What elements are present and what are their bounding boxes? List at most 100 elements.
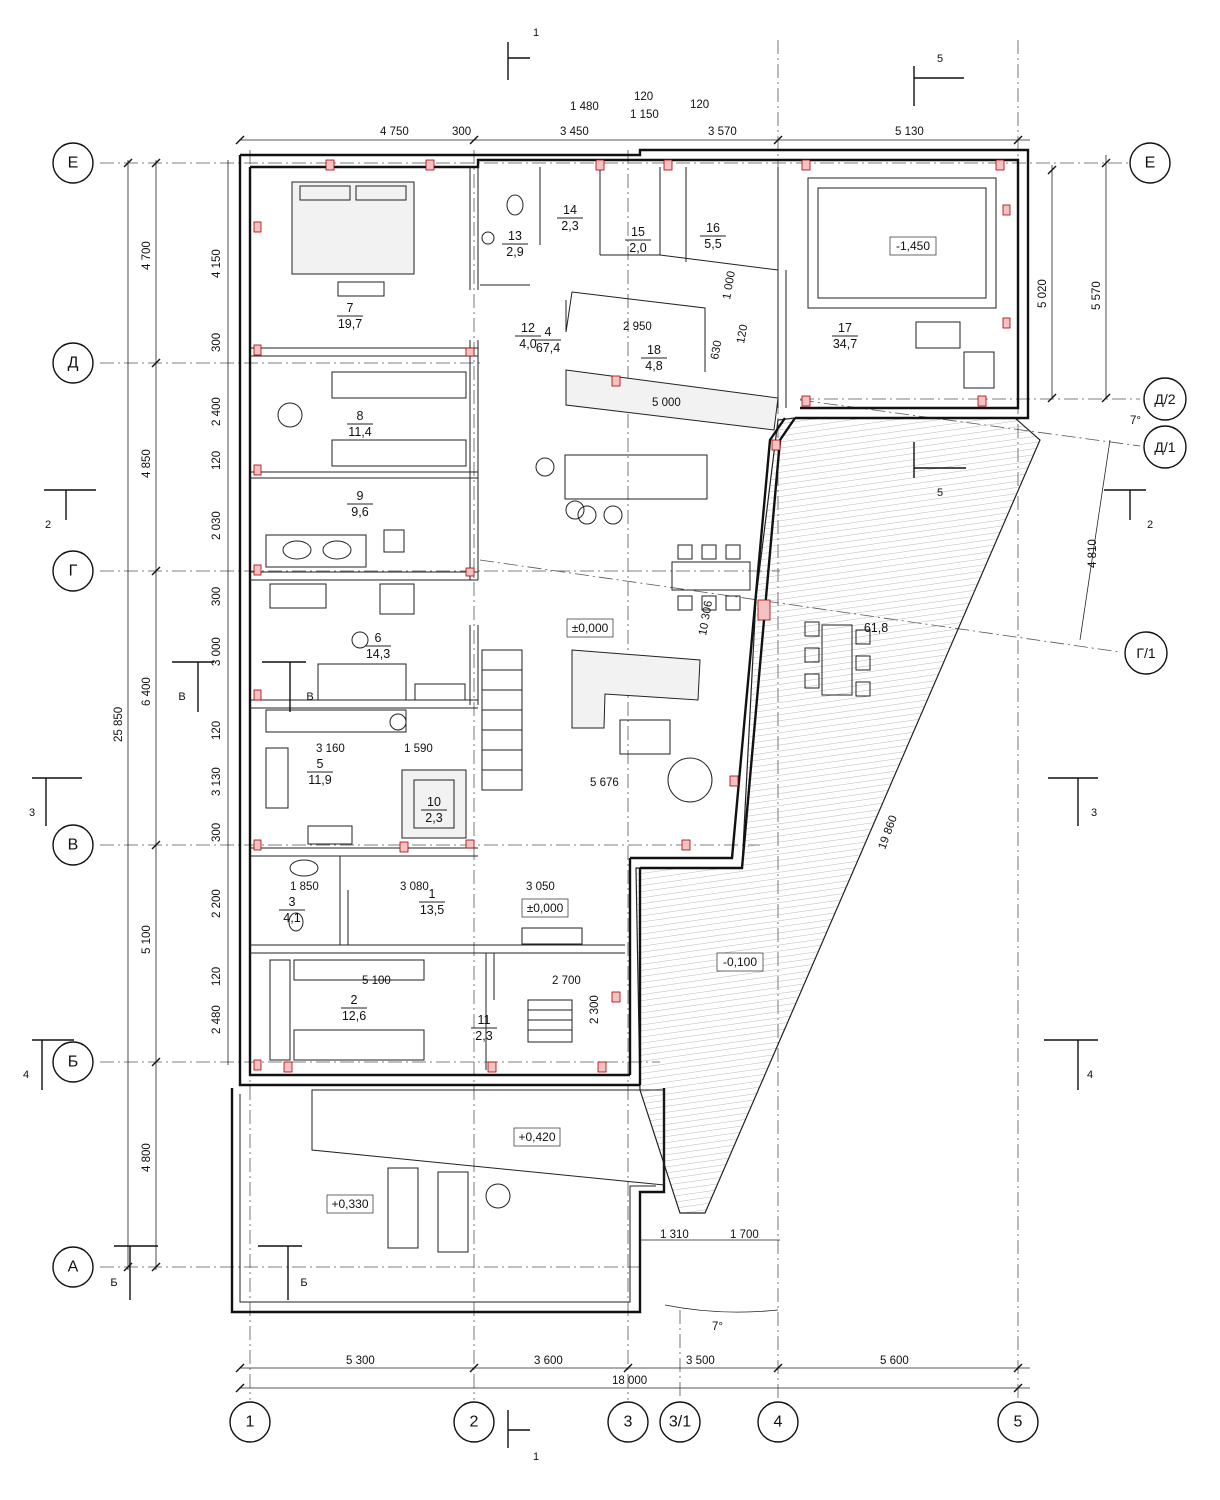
terrace-area: 61,8 [864,621,888,635]
axis-bubble-1: 1 [246,1414,255,1431]
room-number: 9 [357,489,364,503]
room-area: 2,0 [629,241,646,255]
walls [230,148,1030,1314]
dim-left-inner: 2 480 [211,1005,223,1034]
axis-bubble-g1: Г/1 [1136,645,1155,661]
dim-interior: 19 860 [877,814,900,851]
dim-interior: 2 700 [552,975,581,987]
section-label-1-bottom: 1 [533,1451,539,1463]
dim-top: 5 130 [895,126,924,138]
dim-interior: 1 700 [730,1229,759,1241]
dim-interior: 1 000 [721,270,738,300]
room-number: 10 [427,795,441,809]
pool [807,177,997,309]
dim-left-outer: 4 800 [141,1143,153,1172]
room-number: 6 [375,631,382,645]
room-area: 2,3 [425,811,442,825]
dim-left-inner: 3 130 [211,767,223,796]
room-area: 14,3 [366,647,390,661]
section-label-5-top: 5 [937,53,943,65]
axis-bubble-e-right: Е [1145,155,1156,172]
level-box [889,236,937,256]
axis-bubble-v: В [68,837,79,854]
room-area: 19,7 [338,317,362,331]
room-area: 2,9 [506,245,523,259]
dim-left-inner: 3 000 [211,637,223,666]
section-label-5-mid: 5 [937,487,943,499]
dim-top-extra: 120 [690,99,709,111]
dim-interior: 5 000 [652,397,681,409]
dim-left-inner: 2 030 [211,511,223,540]
section-label-4-left: 4 [23,1069,29,1081]
annotation-layer: 113,5212,634,1467,4511,9614,3719,7811,49… [113,91,1141,1387]
level-mark: -1,450 [896,239,930,253]
columns [253,159,1011,1073]
axis-bubble-3: 3 [624,1414,633,1431]
dim-left-inner: 120 [211,721,223,740]
level-box [326,1194,374,1214]
room-area: 5,5 [704,237,721,251]
dim-left-inner: 120 [211,451,223,470]
room-number: 13 [508,229,522,243]
dim-interior: 1 590 [404,743,433,755]
axis-bubble-3-1: 3/1 [669,1414,691,1431]
dim-left-inner: 4 150 [211,249,223,278]
level-box [716,952,764,972]
dim-left-inner: 120 [211,967,223,986]
axis-bubble-d1: Д/1 [1154,439,1175,455]
bed [291,181,415,275]
axis-bubble-e-left: Е [68,155,79,172]
dim-top: 4 750 [380,126,409,138]
axis-bubble-a: А [68,1259,79,1276]
dim-right: 7° [1130,415,1141,427]
dim-left-inner: 300 [211,333,223,352]
level-mark: ±0,000 [572,621,609,635]
dim-interior: 2 300 [589,995,601,1024]
section-label-v-right: В [306,691,313,703]
dim-right: 4 810 [1087,539,1099,568]
dim-interior: 1 850 [290,881,319,893]
room-area: 13,5 [420,903,444,917]
room-area: 11,4 [348,425,371,439]
room-number: 4 [545,325,552,339]
axis-bubble-d2: Д/2 [1154,391,1175,407]
lounger [387,1167,419,1249]
room-area: 9,6 [351,505,368,519]
axis-bubble-2: 2 [470,1414,479,1431]
level-mark: -0,100 [723,955,757,969]
room-number: 1 [429,887,436,901]
dim-left-inner: 300 [211,587,223,606]
dim-bottom: 3 600 [534,1355,563,1367]
dim-interior: 7° [712,1321,723,1333]
dim-interior: 3 080 [400,881,429,893]
dim-interior: 1 310 [660,1229,689,1241]
terrace-deck [635,417,1041,1214]
room-area: 4,1 [283,911,300,925]
room-number: 16 [706,221,720,235]
dimension-lines [123,135,1111,1393]
room-number: 11 [478,1013,491,1027]
room-area: 4,0 [519,337,536,351]
dim-left-inner: 2 400 [211,397,223,426]
room-number: 8 [357,409,364,423]
level-mark: +0,420 [518,1130,555,1144]
lounger [437,1171,469,1253]
dim-top-extra: 1 480 [570,101,599,113]
dim-left-inner: 2 200 [211,889,223,918]
dim-bottom: 5 600 [880,1355,909,1367]
section-label-4-right: 4 [1087,1069,1093,1081]
axis-bubble-d: Д [68,355,79,372]
axis-bubble-5: 5 [1014,1414,1023,1431]
dim-left-inner: 300 [211,823,223,842]
level-mark: +0,330 [331,1197,368,1211]
section-label-2-left: 2 [45,519,51,531]
room-area: 2,3 [475,1029,492,1043]
dim-interior: 630 [709,340,724,361]
level-box [521,898,569,918]
room-area: 4,8 [645,359,662,373]
room-area: 67,4 [536,341,560,355]
dim-interior: 120 [735,324,750,345]
room-area: 2,3 [561,219,578,233]
dim-top: 300 [452,126,471,138]
room-number: 14 [563,203,577,217]
